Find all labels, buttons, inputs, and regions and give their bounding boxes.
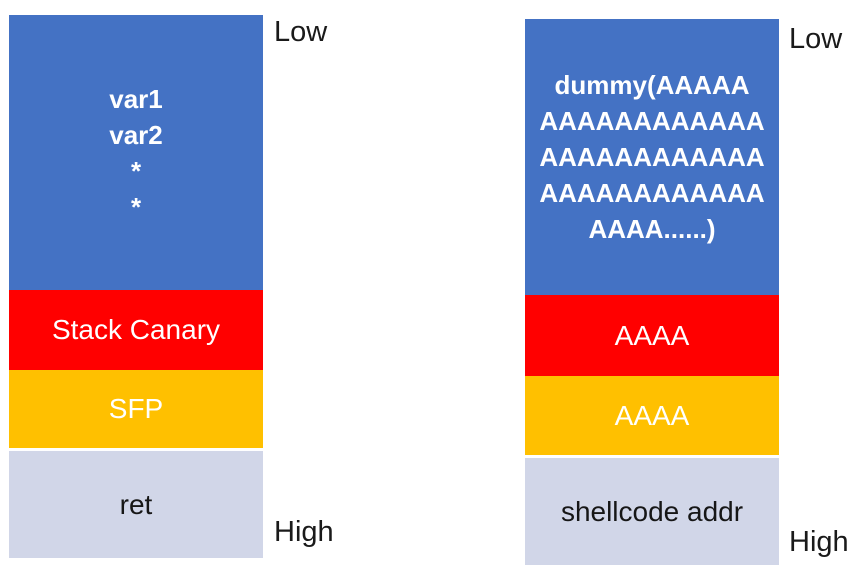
sfp-segment: SFP xyxy=(9,370,263,448)
buffer-segment: dummy(AAAAA AAAAAAAAAAAA AAAAAAAAAAAA AA… xyxy=(525,19,779,295)
buffer-line: dummy(AAAAA xyxy=(554,70,750,100)
overwritten-sfp-label: AAAA xyxy=(614,399,690,431)
ret-segment: shellcode addr xyxy=(525,458,779,565)
overflowed-stack: dummy(AAAAA AAAAAAAAAAAA AAAAAAAAAAAA AA… xyxy=(525,19,779,565)
ret-segment: ret xyxy=(9,451,263,558)
high-address-label: High xyxy=(274,516,334,548)
buffer-segment: var1 var2 * * xyxy=(9,15,263,290)
buffer-line: var1 xyxy=(109,83,163,114)
low-address-label: Low xyxy=(274,16,328,48)
low-address-label: Low xyxy=(789,23,843,55)
sfp-label: SFP xyxy=(108,393,164,424)
buffer-line: AAAAAAAAAAAA xyxy=(539,178,765,208)
buffer-line: AAAA......) xyxy=(588,214,716,244)
buffer-line: AAAAAAAAAAAA xyxy=(539,106,765,136)
buffer-line: * xyxy=(130,155,142,186)
stack-canary-label: Stack Canary xyxy=(51,314,221,345)
buffer-line: var2 xyxy=(109,119,163,150)
sfp-segment: AAAA xyxy=(525,376,779,455)
stack-canary-segment: Stack Canary xyxy=(9,290,263,370)
stack-canary-segment: AAAA xyxy=(525,295,779,376)
high-address-label: High xyxy=(789,526,849,558)
overwritten-canary-label: AAAA xyxy=(614,319,690,351)
normal-stack: var1 var2 * * Stack Canary SFP ret xyxy=(9,15,263,558)
buffer-line: AAAAAAAAAAAA xyxy=(539,142,765,172)
buffer-line: * xyxy=(130,191,142,222)
ret-label: ret xyxy=(119,488,153,520)
overwritten-ret-label: shellcode addr xyxy=(560,495,744,527)
